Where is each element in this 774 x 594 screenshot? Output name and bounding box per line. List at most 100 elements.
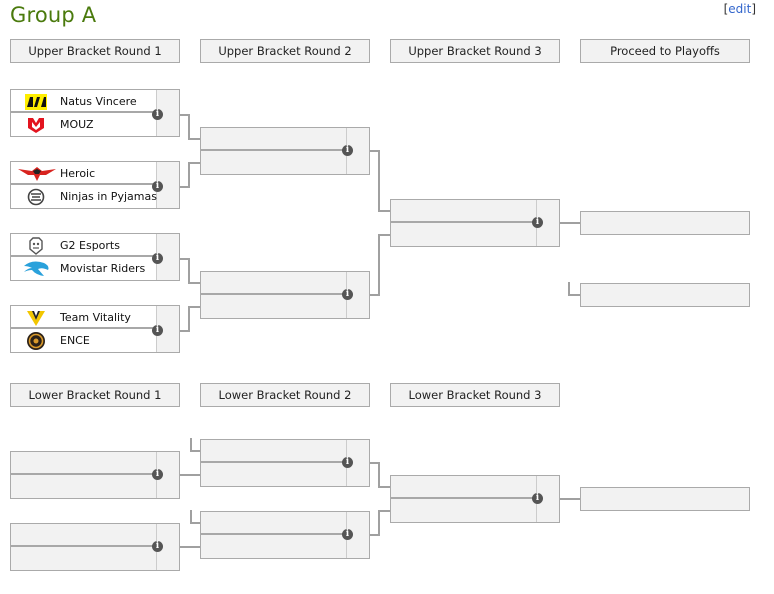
- team-name: Ninjas in Pyjamas: [60, 190, 157, 203]
- bracket-connector: [378, 462, 380, 487]
- team-name: Team Vitality: [60, 311, 131, 324]
- bracket-connector: [180, 186, 190, 188]
- match-opponent-top[interactable]: [11, 452, 157, 475]
- match-info-icon[interactable]: i: [152, 253, 163, 264]
- match-score-area: [346, 512, 369, 558]
- playoff-slot-3[interactable]: [580, 487, 750, 511]
- lb3-match-1: [390, 475, 560, 523]
- ub2-match-1: [200, 127, 370, 175]
- match-opponent-top[interactable]: [201, 272, 347, 295]
- bracket-connector: [180, 330, 190, 332]
- match-opponent-bottom[interactable]: [201, 463, 347, 486]
- bracket-connector: [188, 138, 200, 140]
- bracket-connector: [370, 150, 380, 152]
- match-score-area: [536, 476, 559, 522]
- match-score-area: [156, 306, 179, 352]
- bracket-connector: [188, 162, 200, 164]
- match-opponent-bottom[interactable]: [201, 535, 347, 558]
- bracket-connector: [378, 510, 380, 536]
- lb1-match-1: [10, 451, 180, 499]
- bracket-connector: [188, 258, 190, 283]
- bracket-connector: [378, 150, 380, 211]
- match-opponent-top[interactable]: Natus Vincere: [11, 90, 157, 113]
- bracket-connector: [370, 534, 380, 536]
- bracket-connector: [378, 234, 390, 236]
- team-name: Natus Vincere: [60, 95, 137, 108]
- match-opponent-top[interactable]: [391, 200, 537, 223]
- team-name: Heroic: [60, 167, 96, 180]
- ence-logo-icon: [25, 331, 47, 350]
- vitality-logo-icon: [25, 308, 47, 327]
- header-lower-round-3: Lower Bracket Round 3: [390, 383, 560, 407]
- match-score-area: [346, 128, 369, 174]
- header-upper-round-3: Upper Bracket Round 3: [390, 39, 560, 63]
- match-score-area: [156, 524, 179, 570]
- bracket-connector: [180, 474, 200, 476]
- match-opponent-bottom[interactable]: ENCE: [11, 329, 157, 352]
- bracket-connector: [188, 282, 200, 284]
- match-info-icon[interactable]: i: [152, 325, 163, 336]
- match-opponent-bottom[interactable]: [11, 475, 157, 498]
- match-opponent-bottom[interactable]: [391, 223, 537, 246]
- edit-link[interactable]: edit: [728, 2, 752, 16]
- match-opponent-bottom[interactable]: MOUZ: [11, 113, 157, 136]
- match-info-icon[interactable]: i: [342, 457, 353, 468]
- bracket-connector: [188, 114, 190, 139]
- header-proceed-playoffs: Proceed to Playoffs: [580, 39, 750, 63]
- match-opponent-top[interactable]: Heroic: [11, 162, 157, 185]
- match-opponent-top[interactable]: Team Vitality: [11, 306, 157, 329]
- bracket-connector: [568, 282, 570, 296]
- match-opponent-bottom[interactable]: [201, 151, 347, 174]
- bracket-connector: [378, 210, 390, 212]
- match-opponent-bottom[interactable]: Ninjas in Pyjamas: [11, 185, 157, 208]
- playoff-slot-2[interactable]: [580, 283, 750, 307]
- team-name: MOUZ: [60, 118, 94, 131]
- header-lower-round-1: Lower Bracket Round 1: [10, 383, 180, 407]
- match-info-icon[interactable]: i: [152, 109, 163, 120]
- ub1-match-4: Team Vitality ENCE: [10, 305, 180, 353]
- match-opponent-bottom[interactable]: [11, 547, 157, 570]
- ub1-match-1: Natus Vincere MOUZ: [10, 89, 180, 137]
- team-name: Movistar Riders: [60, 262, 146, 275]
- match-score-area: [536, 200, 559, 246]
- match-opponent-top[interactable]: [201, 512, 347, 535]
- bracket-connector: [568, 294, 580, 296]
- ub2-match-2: [200, 271, 370, 319]
- navi-logo-icon: [25, 92, 47, 111]
- group-title: Group A: [10, 3, 97, 27]
- match-info-icon[interactable]: i: [342, 145, 353, 156]
- match-opponent-top[interactable]: G2 Esports: [11, 234, 157, 257]
- bracket-connector: [188, 306, 190, 332]
- bracket-connector: [190, 522, 200, 524]
- bracket-connector: [190, 510, 192, 524]
- match-opponent-top[interactable]: [201, 128, 347, 151]
- match-info-icon[interactable]: i: [152, 181, 163, 192]
- match-opponent-bottom[interactable]: [391, 499, 537, 522]
- ub3-match-1: [390, 199, 560, 247]
- heroic-logo-icon: [17, 164, 57, 183]
- match-info-icon[interactable]: i: [532, 217, 543, 228]
- ub1-match-2: Heroic Ninjas in Pyjamas: [10, 161, 180, 209]
- match-score-area: [156, 162, 179, 208]
- team-name: G2 Esports: [60, 239, 120, 252]
- match-score-area: [156, 90, 179, 136]
- playoff-slot-1[interactable]: [580, 211, 750, 235]
- match-info-icon[interactable]: i: [532, 493, 543, 504]
- match-opponent-bottom[interactable]: Movistar Riders: [11, 257, 157, 280]
- match-opponent-top[interactable]: [391, 476, 537, 499]
- bracket-connector: [378, 510, 390, 512]
- nip-logo-icon: [25, 187, 47, 206]
- match-info-icon[interactable]: i: [152, 541, 163, 552]
- match-opponent-top[interactable]: [201, 440, 347, 463]
- match-info-icon[interactable]: i: [152, 469, 163, 480]
- bracket-connector: [188, 306, 200, 308]
- match-score-area: [156, 452, 179, 498]
- lb1-match-2: [10, 523, 180, 571]
- movistar-logo-icon: [21, 259, 51, 278]
- g2-logo-icon: [25, 236, 47, 255]
- match-info-icon[interactable]: i: [342, 289, 353, 300]
- match-opponent-bottom[interactable]: [201, 295, 347, 318]
- match-info-icon[interactable]: i: [342, 529, 353, 540]
- lb2-match-1: [200, 439, 370, 487]
- match-opponent-top[interactable]: [11, 524, 157, 547]
